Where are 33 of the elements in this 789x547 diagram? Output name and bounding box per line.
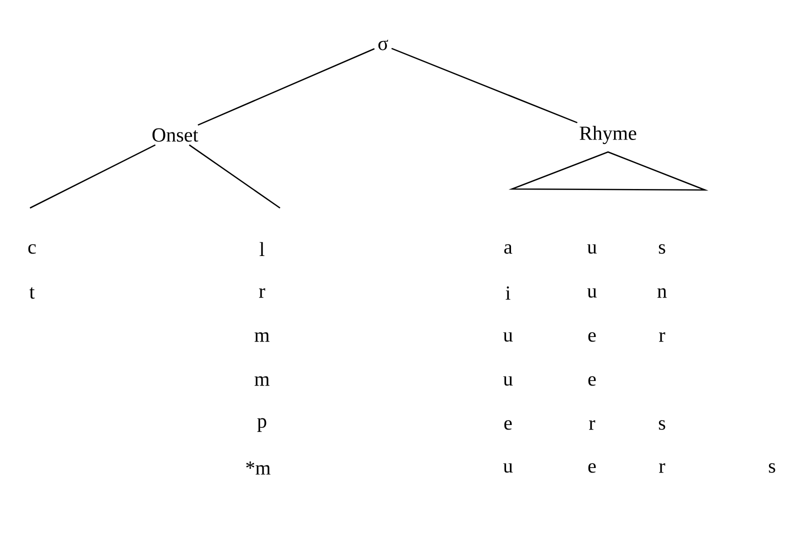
segment-letter: u: [587, 288, 597, 298]
segment-letter: p: [257, 418, 266, 432]
segment-letter: u: [587, 244, 597, 254]
segment-letter: s: [658, 244, 666, 254]
tree-branch: [391, 48, 578, 124]
tree-node-label: σ: [378, 40, 388, 50]
segment-letter: e: [588, 332, 596, 342]
segment-letter: r: [659, 463, 666, 473]
segment-letter: s: [658, 420, 666, 430]
segment-letter: l: [260, 242, 264, 256]
segment-letter: u: [503, 376, 513, 386]
segment-letter: u: [503, 332, 513, 342]
tree-branch: [198, 48, 375, 126]
segment-letter: r: [659, 332, 666, 342]
tree-branch: [30, 144, 156, 209]
segment-letter: r: [589, 420, 596, 430]
segment-letter: a: [504, 244, 512, 254]
tree-branch: [188, 144, 280, 209]
segment-letter: r: [259, 288, 266, 298]
tree-node-label: Rhyme: [580, 126, 636, 144]
segment-letter: s: [768, 463, 776, 473]
segment-letter: e: [588, 376, 596, 386]
segment-letter: c: [28, 244, 36, 254]
segment-letter: i: [506, 286, 510, 300]
segment-letter: *m: [246, 461, 270, 475]
segment-letter: n: [657, 288, 667, 298]
segment-letter: u: [503, 463, 513, 473]
segment-letter: m: [254, 332, 270, 342]
segment-letter: t: [29, 287, 35, 299]
segment-letter: e: [504, 420, 512, 430]
segment-letter: e: [588, 463, 596, 473]
tree-node-label: Onset: [152, 128, 198, 142]
segment-letter: m: [254, 376, 270, 386]
